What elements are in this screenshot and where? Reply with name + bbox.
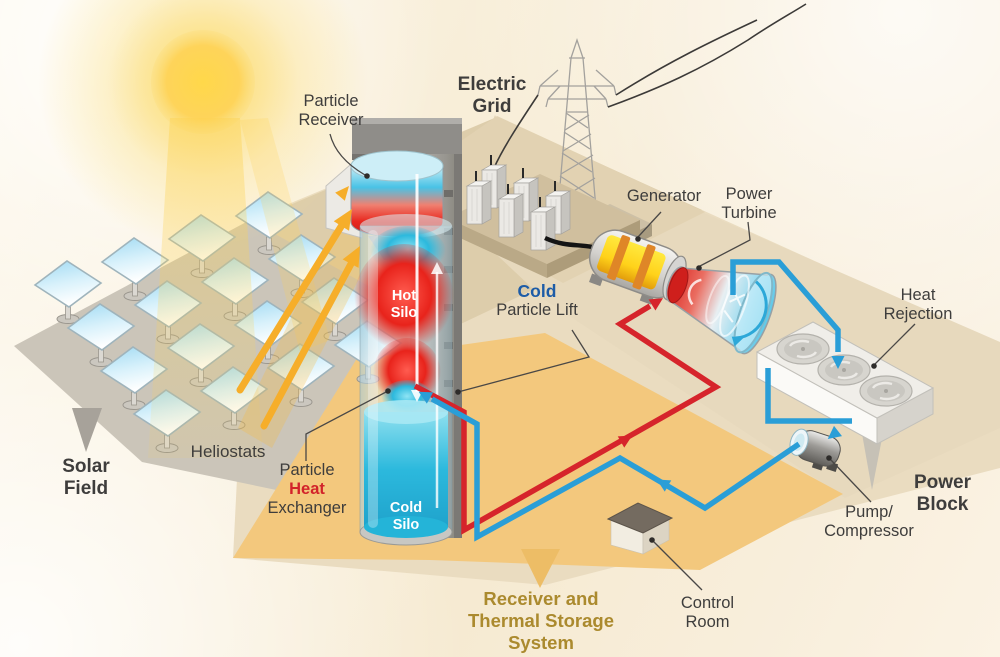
label-power-turbine: Power Turbine bbox=[699, 185, 799, 223]
power-lines bbox=[493, 3, 807, 169]
label-control-room: Control Room bbox=[650, 594, 765, 632]
hot-gas-pipe bbox=[413, 292, 722, 535]
fan-icon bbox=[816, 353, 872, 387]
label-line: Particle bbox=[303, 92, 359, 110]
hot-silo-graphic bbox=[354, 244, 454, 356]
label-line: Grid bbox=[472, 96, 512, 118]
sunlight-beam bbox=[148, 118, 263, 458]
label-line: Exchanger bbox=[267, 499, 347, 518]
label-heliostats: Heliostats bbox=[168, 442, 288, 462]
concentrated-light-arrows bbox=[236, 186, 360, 430]
power-turbine-unit bbox=[665, 266, 777, 355]
label-line: Heat bbox=[900, 286, 936, 304]
cold-silo-graphic bbox=[364, 412, 448, 527]
label-particle-heat-exchanger: Particle Heat Exchanger bbox=[244, 461, 370, 518]
label-receiver-thermal-storage-system: Receiver and Thermal Storage System bbox=[448, 588, 634, 653]
label-line: Hot bbox=[391, 288, 417, 304]
label-line: Generator bbox=[626, 187, 702, 205]
label-electric-grid: Electric Grid bbox=[433, 74, 551, 118]
leader-lines bbox=[305, 133, 916, 591]
label-line: Room bbox=[685, 613, 730, 632]
label-solar-field: Solar Field bbox=[36, 456, 136, 500]
label-line: Receiver and bbox=[483, 588, 599, 609]
label-line: Rejection bbox=[883, 305, 953, 324]
label-line: Electric bbox=[457, 74, 527, 95]
solar-pointer-triangle bbox=[72, 408, 102, 452]
label-generator: Generator bbox=[610, 187, 718, 206]
label-line: Turbine bbox=[721, 204, 777, 223]
label-line: Block bbox=[916, 494, 969, 516]
sun-core bbox=[151, 30, 255, 134]
control-room-building bbox=[606, 502, 674, 555]
label-particle-receiver: Particle Receiver bbox=[272, 92, 390, 130]
label-line: Silo bbox=[392, 517, 420, 534]
label-line: Power bbox=[913, 472, 972, 493]
cold-gas-pipe bbox=[415, 259, 852, 542]
label-cold-particle-lift: Cold Particle Lift bbox=[468, 281, 606, 320]
label-line: Compressor bbox=[824, 522, 914, 541]
label-line: Receiver bbox=[298, 111, 364, 130]
label-line: Cold bbox=[517, 281, 557, 301]
label-line: Heat bbox=[289, 480, 325, 499]
label-pump-compressor: Pump/ Compressor bbox=[795, 503, 943, 541]
fan-icon bbox=[775, 332, 831, 366]
fan-icon bbox=[858, 374, 914, 408]
label-line: Particle bbox=[279, 461, 335, 479]
thermal-pointer-triangle bbox=[521, 549, 560, 588]
grid-pointer-triangle bbox=[483, 115, 510, 146]
label-heat-rejection: Heat Rejection bbox=[863, 286, 973, 324]
label-line: Thermal Storage bbox=[468, 609, 614, 631]
label-line: Heliostats bbox=[190, 442, 266, 461]
label-power-block: Power Block bbox=[890, 472, 995, 516]
label-hot-silo: Hot Silo bbox=[374, 288, 434, 323]
label-line: Particle Lift bbox=[496, 301, 578, 320]
label-line: Control bbox=[680, 594, 735, 612]
label-line: Power bbox=[725, 185, 773, 203]
label-line: Field bbox=[63, 478, 109, 500]
label-line: Cold bbox=[389, 500, 423, 516]
label-line: Pump/ bbox=[845, 503, 893, 521]
generator-cable bbox=[544, 235, 593, 250]
label-line: Solar bbox=[62, 456, 110, 477]
label-line: System bbox=[508, 631, 574, 653]
receiver-tower bbox=[325, 118, 462, 546]
label-cold-silo: Cold Silo bbox=[376, 500, 436, 535]
leader-dots bbox=[364, 173, 877, 543]
label-line: Silo bbox=[390, 305, 418, 322]
